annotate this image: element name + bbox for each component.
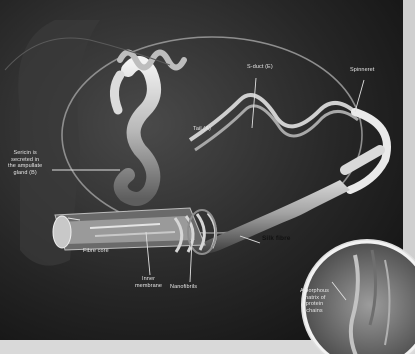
label-sericin: Sericin is secreted in the ampullate gla… bbox=[8, 150, 42, 176]
label-inner-membrane: Inner membrane bbox=[135, 276, 162, 289]
label-tail: Tail (A) bbox=[193, 126, 211, 133]
label-spinneret: Spinneret bbox=[350, 67, 374, 74]
label-fibre-core: Fibre core bbox=[83, 248, 109, 255]
label-nanofibrils: Nanofibrils bbox=[170, 284, 197, 291]
label-s-duct: S-duct (E) bbox=[247, 64, 273, 71]
label-silk-fibre: Silk fibre bbox=[262, 236, 290, 243]
label-amorphous-matrix: Amorphous matrix of protein chains bbox=[300, 288, 329, 314]
